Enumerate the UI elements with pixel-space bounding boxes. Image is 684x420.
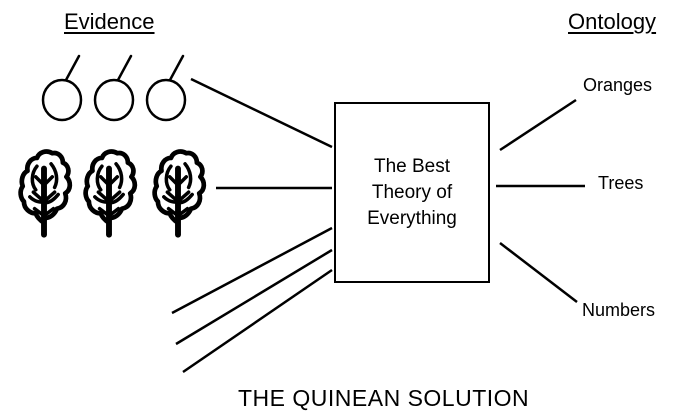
theory-box-text: The Best Theory of Everything [367, 155, 457, 229]
input-line [175, 248, 333, 346]
numbers-label: Numbers [582, 300, 656, 320]
numbers-output-line [499, 242, 578, 303]
trees-label: Trees [598, 173, 644, 193]
orange-icon [145, 54, 187, 122]
ontology-heading: Ontology [568, 9, 657, 34]
oranges-output-line [499, 98, 577, 152]
tree-icon [21, 152, 70, 235]
diagram-caption: THE QUINEAN SOLUTION [238, 385, 530, 411]
tree-icon [86, 152, 135, 235]
input-line [171, 226, 333, 315]
tree-icon [155, 152, 204, 235]
theory-box: The Best Theory of Everything [334, 102, 490, 283]
oranges-input-line [190, 77, 333, 149]
orange-icon [93, 54, 135, 122]
oranges-label: Oranges [583, 75, 653, 95]
input-line [182, 268, 333, 374]
evidence-heading: Evidence [64, 9, 155, 34]
orange-icon [41, 54, 83, 122]
